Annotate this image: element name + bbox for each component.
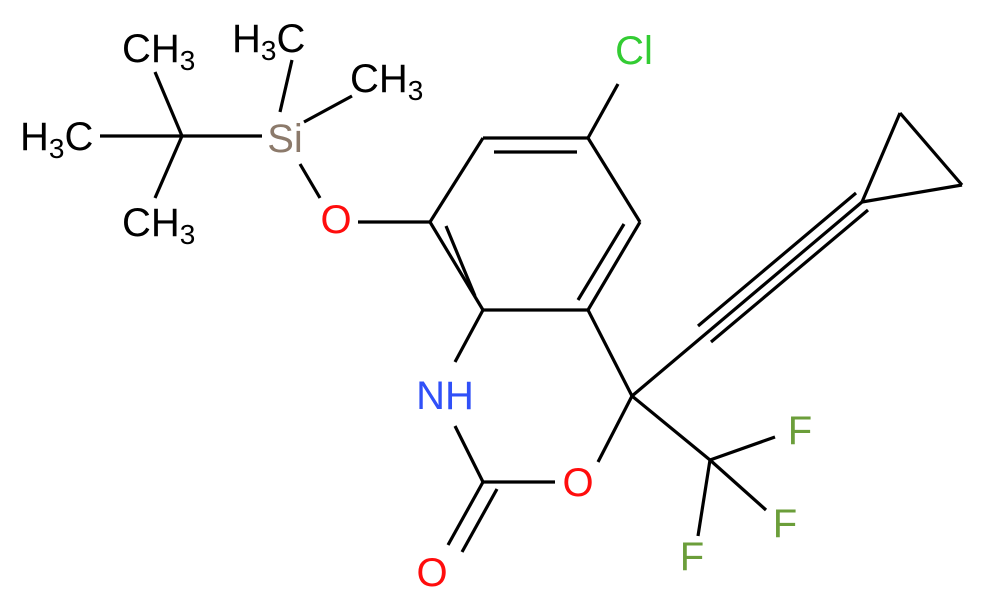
fluorine-label-2: F xyxy=(773,502,797,546)
bond-alkyne-2 xyxy=(696,191,858,328)
bond-cyclopropyl-c xyxy=(861,183,963,204)
bond-ring-c3-c4-inner xyxy=(576,223,626,301)
bond-ring-c6-c1 xyxy=(428,137,485,223)
bond-si-me-top xyxy=(278,59,294,113)
nh-label: NH xyxy=(416,374,474,418)
bond-cf3-f3 xyxy=(696,459,712,537)
atom-labels: Cl O Si NH O O F F F CH3 H3C CH3 H3C CH3 xyxy=(20,17,812,595)
methyl-si-top-label: H3C xyxy=(232,17,305,66)
methyl-si-right-label: CH3 xyxy=(350,57,423,106)
bond-si-me-right xyxy=(303,94,353,124)
bond-tbu-me-bottom xyxy=(153,135,184,199)
bond-c5-n xyxy=(453,309,485,363)
bond-ring-c5-c6 xyxy=(428,221,485,311)
chlorine-label: Cl xyxy=(615,29,653,73)
bond-cf3-f1 xyxy=(709,435,776,462)
fluorine-label-1: F xyxy=(788,409,812,453)
methyl-tbu-left-label: H3C xyxy=(20,115,93,164)
bond-oring-c4q xyxy=(596,395,634,463)
bond-cf3-f2 xyxy=(708,458,768,512)
bond-ring-c5-c6-inner xyxy=(444,225,477,297)
methyl-tbu-top-label: CH3 xyxy=(122,27,195,76)
bond-carbonyl-1 xyxy=(446,481,485,546)
fluorine-label-3: F xyxy=(680,535,704,579)
bond-cyclopropyl-a xyxy=(860,112,902,203)
bond-c4q-cf3 xyxy=(630,394,712,462)
carbonyl-oxygen-label: O xyxy=(416,551,447,595)
bond-o-si xyxy=(298,163,322,199)
silicon-label: Si xyxy=(267,117,303,161)
bond-alkyne-3 xyxy=(709,208,870,344)
bond-n-cco xyxy=(453,425,485,483)
bond-c2-cl xyxy=(586,83,620,139)
ring-oxygen-label: O xyxy=(562,461,593,505)
bond-alkyne-1 xyxy=(630,200,864,398)
bond-ring-c2-c3 xyxy=(586,137,642,223)
bond-ring-c3-c4 xyxy=(586,221,642,311)
bond-tbu-me-top xyxy=(153,71,184,137)
methyl-tbu-bottom-label: CH3 xyxy=(122,201,195,250)
bond-cyclopropyl-b xyxy=(898,111,964,187)
bond-carbonyl-2 xyxy=(460,488,499,553)
bond-c4-c4q xyxy=(586,309,634,397)
ether-oxygen-label: O xyxy=(320,198,351,242)
bonds xyxy=(100,59,964,553)
